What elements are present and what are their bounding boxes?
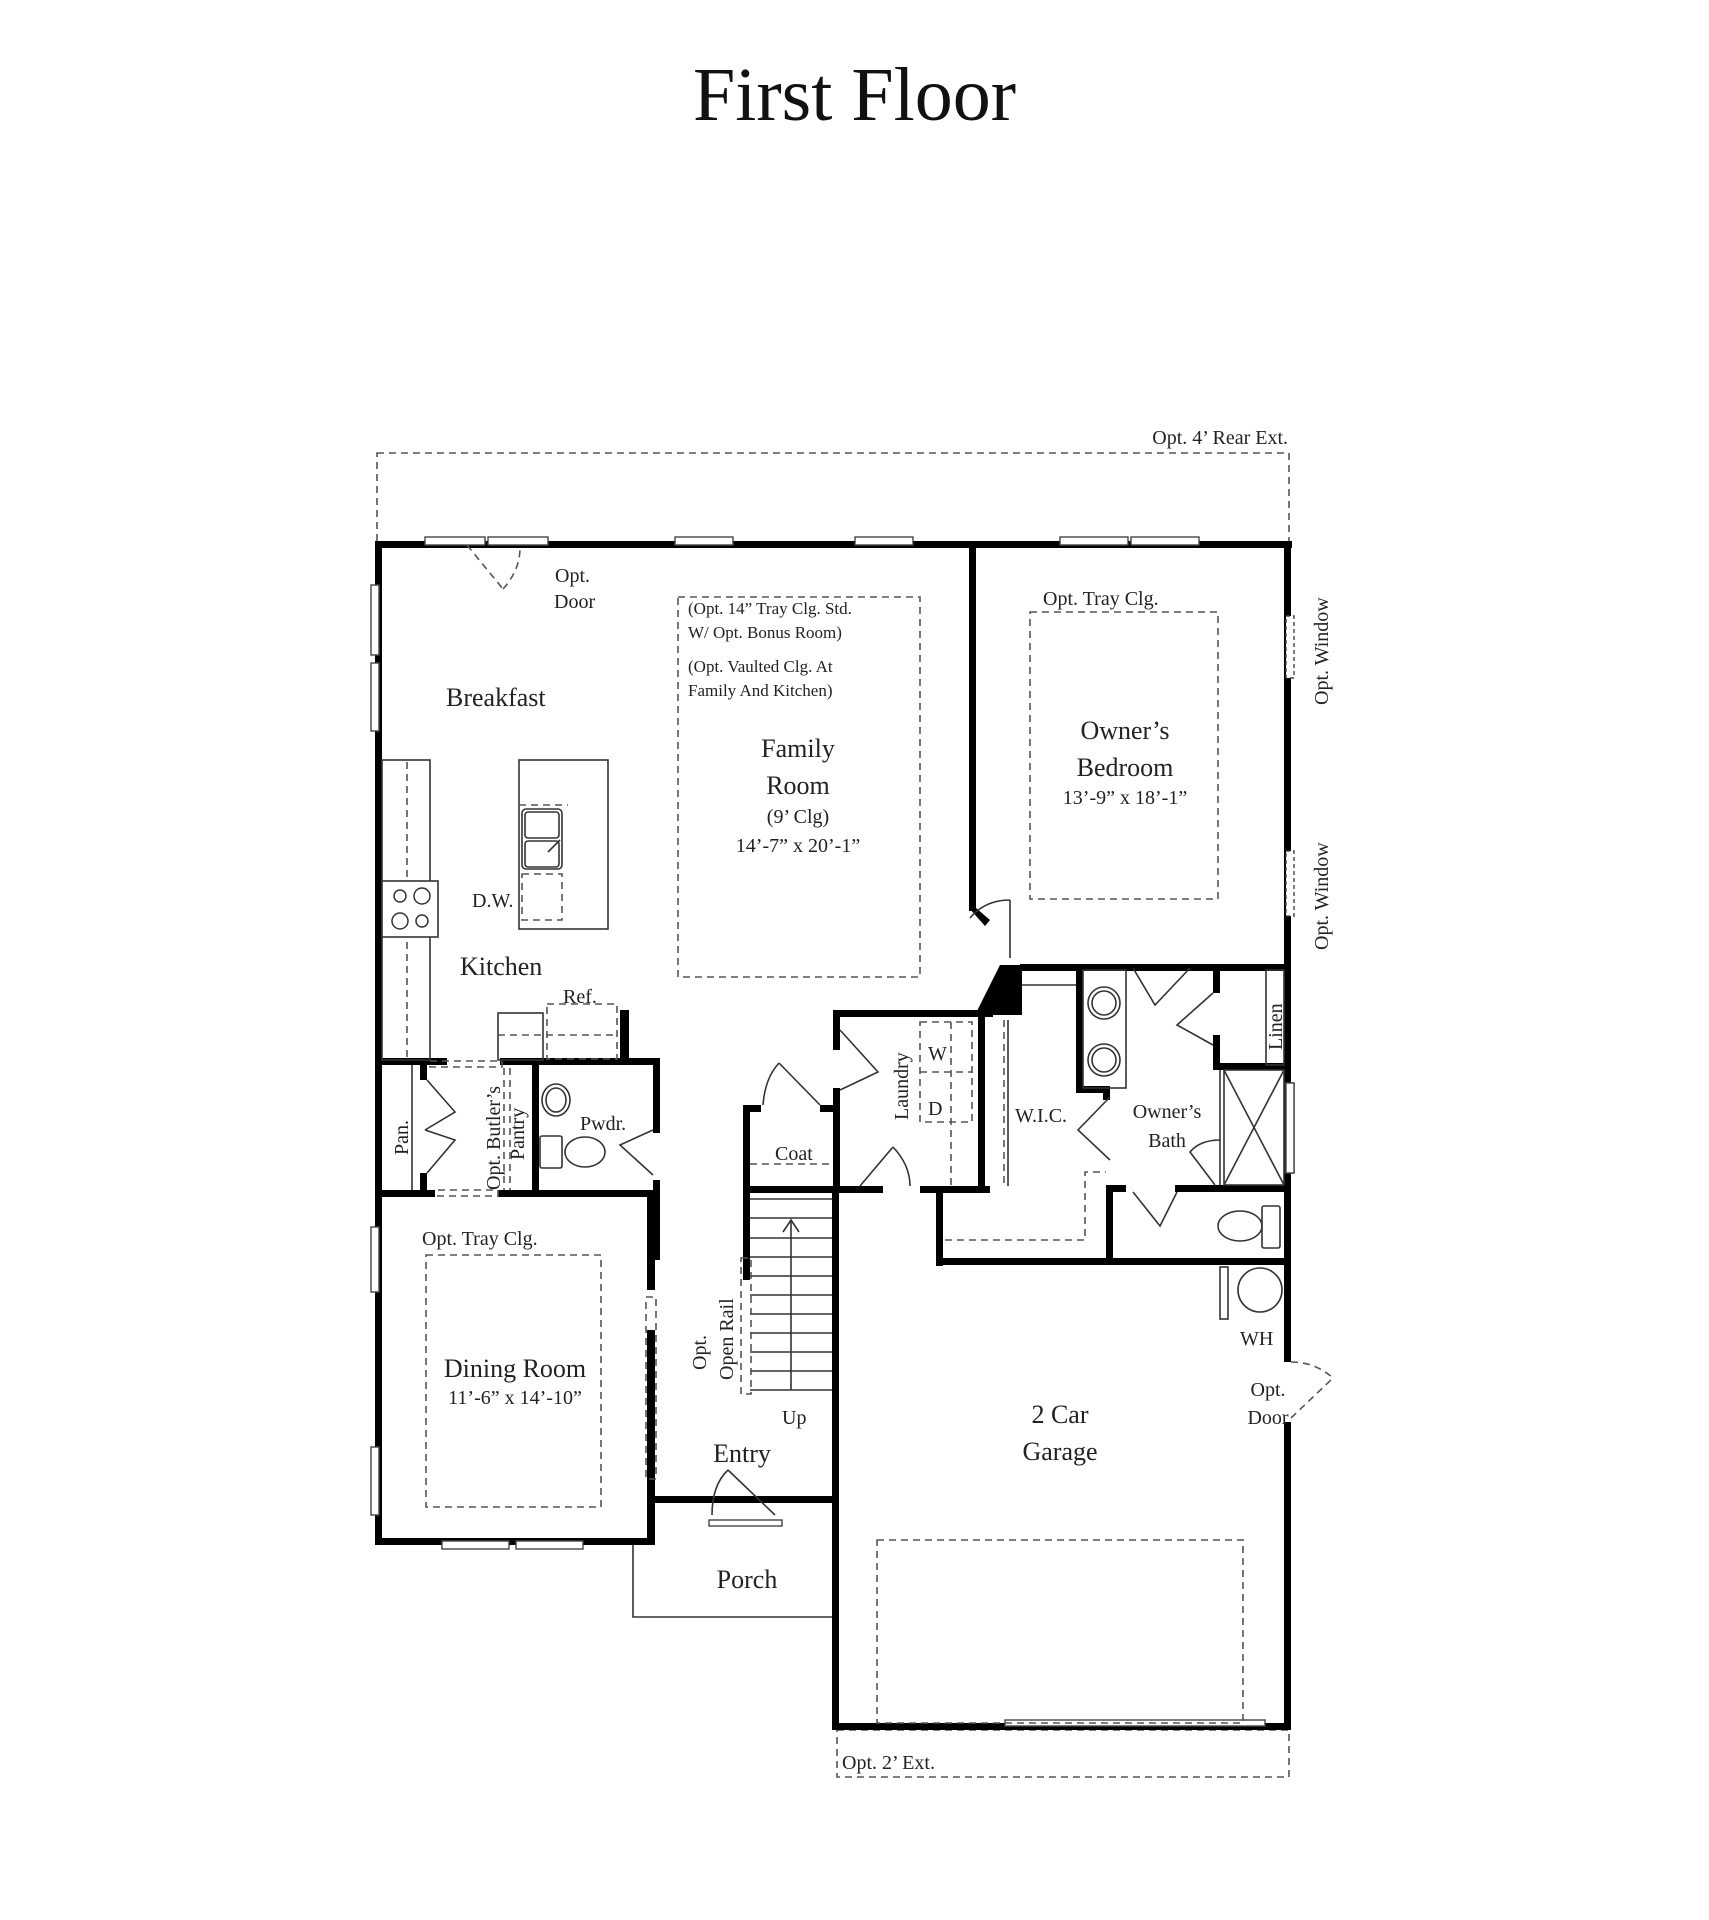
dining-room-name: Dining Room (444, 1354, 586, 1383)
owner-bath-label-1: Owner’s (1133, 1101, 1202, 1123)
windows (370, 536, 1295, 1727)
opt-rear-door-label-2: Door (554, 591, 595, 613)
garage-door-outline (876, 1539, 1244, 1724)
entry-door-icon (711, 1469, 776, 1516)
opt-garage-door-icon (1290, 1361, 1334, 1419)
dryer-label: D (928, 1098, 942, 1120)
dw-label: D.W. (472, 890, 513, 912)
powder-door-icon (618, 1129, 654, 1176)
refrigerator-icon (497, 1003, 618, 1061)
kitchen-island (518, 759, 609, 930)
pantry-doors-icon (424, 1079, 457, 1174)
owner-bedroom-size: 13’-9” x 18’-1” (1063, 787, 1187, 809)
coat-label: Coat (775, 1143, 813, 1165)
garage-label-2: Garage (1022, 1437, 1097, 1466)
bath-sink-icon-2 (1087, 1043, 1121, 1077)
opt-garage-door-label-1: Opt. (1251, 1379, 1286, 1401)
rear-extension-label: Opt. 4’ Rear Ext. (1152, 427, 1288, 449)
laundry-label: Laundry (891, 1052, 913, 1120)
family-room-size: 14’-7” x 20’-1” (736, 835, 860, 857)
family-note-2a: (Opt. Vaulted Clg. At (688, 657, 833, 676)
opt-garage-door-label-2: Door (1247, 1407, 1288, 1429)
family-note-2b: Family And Kitchen) (688, 681, 832, 700)
water-heater-label: WH (1240, 1328, 1273, 1350)
owner-bedroom-name-1: Owner’s (1080, 716, 1169, 745)
interior-walls (375, 545, 1290, 1290)
range-icon (381, 880, 439, 938)
staircase-icon (740, 1198, 832, 1395)
porch-label: Porch (717, 1565, 778, 1594)
family-room-ceiling: (9’ Clg) (767, 806, 829, 828)
dining-tray-outline (425, 1254, 602, 1508)
stairs-up-label: Up (782, 1407, 806, 1429)
bath-doors-icon (1076, 967, 1214, 1228)
family-room-name-2: Room (766, 771, 830, 800)
butlers-pantry-label-1: Opt. Butler’s (483, 1086, 505, 1190)
powder-sink-icon (541, 1083, 571, 1117)
bath-toilet-icon (1217, 1205, 1281, 1249)
opt-rear-door-icon (466, 544, 521, 590)
owner-tray-outline (1029, 611, 1219, 900)
garage-extension-label: Opt. 2’ Ext. (842, 1752, 935, 1774)
dining-tray-label: Opt. Tray Clg. (422, 1228, 538, 1250)
kitchen-label: Kitchen (460, 952, 542, 981)
laundry-doors-icon (839, 1029, 911, 1187)
coat-door-icon (762, 1062, 821, 1106)
shower-icon (1188, 1069, 1285, 1186)
owner-tray-label: Opt. Tray Clg. (1043, 588, 1159, 610)
water-heater-icon (1219, 1266, 1283, 1320)
pantry-label: Pan. (391, 1120, 413, 1155)
powder-toilet-icon (539, 1135, 606, 1169)
garage-extension-outline (836, 1729, 1290, 1778)
owner-bedroom-name-2: Bedroom (1077, 753, 1174, 782)
powder-label: Pwdr. (580, 1113, 626, 1135)
opt-rear-door-label: Opt. (555, 565, 590, 587)
owner-bedroom-door-icon (969, 899, 1011, 958)
family-tray-outline (677, 596, 921, 978)
rear-extension-outline (376, 452, 1290, 546)
linen-label: Linen (1265, 1003, 1287, 1050)
garage-label-1: 2 Car (1031, 1400, 1088, 1429)
ref-label: Ref. (563, 986, 597, 1008)
dining-room-size: 11’-6” x 14’-10” (448, 1387, 582, 1409)
bath-sink-icon-1 (1087, 986, 1121, 1020)
washer-label: W (928, 1043, 947, 1065)
wic-label: W.I.C. (1015, 1105, 1067, 1127)
owner-bath-label-2: Bath (1148, 1130, 1186, 1152)
breakfast-label: Breakfast (446, 683, 546, 712)
family-note-1b: W/ Opt. Bonus Room) (688, 623, 842, 642)
family-room-name-1: Family (761, 734, 835, 763)
open-rail-label-2: Open Rail (716, 1298, 738, 1380)
entry-label: Entry (713, 1439, 771, 1468)
opt-window-label-1: Opt. Window (1311, 597, 1333, 705)
open-rail-label-1: Opt. (689, 1335, 711, 1370)
family-note-1a: (Opt. 14” Tray Clg. Std. (688, 599, 852, 618)
butlers-pantry-label-2: Pantry (507, 1108, 529, 1160)
opt-window-label-2: Opt. Window (1311, 842, 1333, 950)
page-title: First Floor (692, 53, 1017, 137)
